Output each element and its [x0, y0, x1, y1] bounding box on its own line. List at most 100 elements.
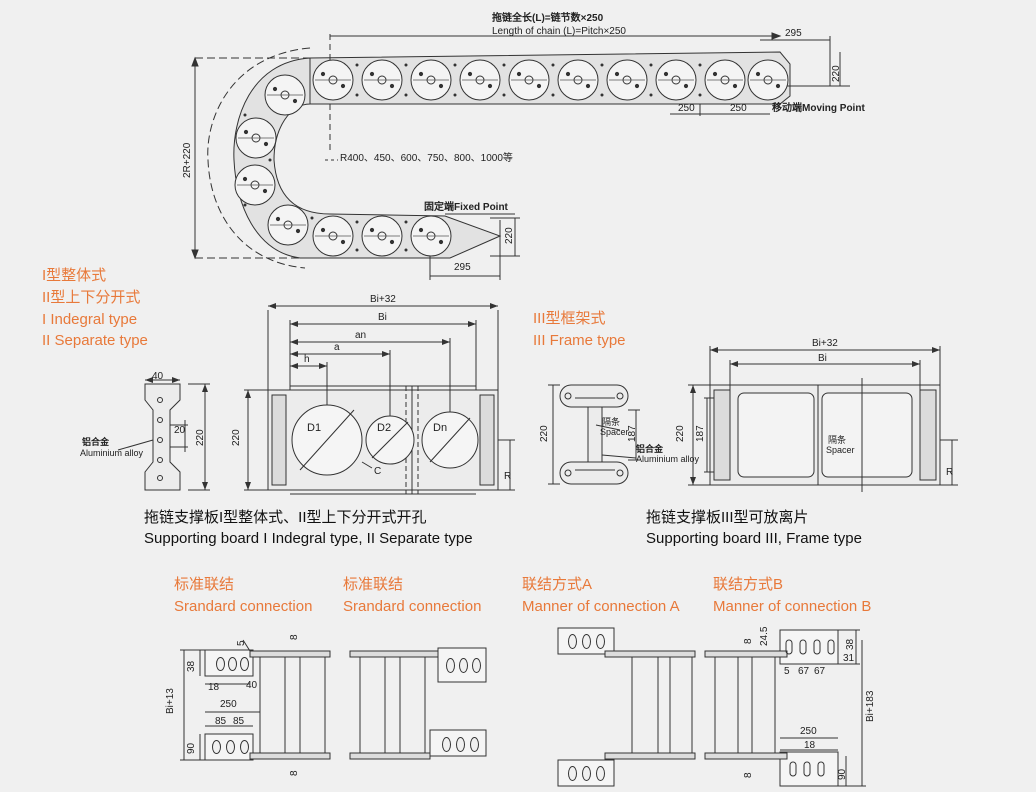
- dim-bi32: Bi+32: [370, 294, 396, 305]
- hole-d2: D2: [377, 422, 392, 434]
- dim-5-B: 5: [784, 666, 790, 677]
- dim-38-B: 38: [845, 638, 856, 650]
- spacer-cn-1: 隔条: [602, 417, 621, 427]
- plate-hole: [442, 737, 451, 752]
- dim-18-std1: 18: [208, 682, 220, 693]
- dim-187-frame: 187: [695, 425, 706, 442]
- dim-31: 31: [843, 653, 855, 664]
- caption3-cn: 拖链支撑板III型可放离片: [646, 509, 809, 526]
- plate-hole: [596, 766, 605, 781]
- plate-hole: [228, 657, 237, 671]
- plate-hole: [568, 634, 577, 649]
- dim-8-std1-top: 8: [289, 634, 300, 640]
- std1-title-cn: 标准联结: [174, 576, 235, 593]
- plate-hole: [582, 766, 591, 781]
- type1-title-cn: I型整体式: [42, 267, 107, 284]
- type3-title-en: III Frame type: [533, 332, 626, 349]
- hole-d1: D1: [307, 422, 322, 434]
- connection-diagrams: [180, 627, 866, 787]
- type2-title-en: II Separate type: [42, 332, 148, 349]
- dim-220-top: 220: [831, 65, 842, 82]
- dim-295-bottom: 295: [454, 262, 471, 273]
- alloy-en-3: Aluminium alloy: [636, 454, 700, 464]
- dim-220-side: 220: [195, 429, 206, 446]
- type2-title-cn: II型上下分开式: [42, 289, 141, 306]
- plate-hole: [240, 657, 249, 671]
- connA-title-en: Manner of connection A: [522, 598, 680, 615]
- dim-h: h: [304, 354, 310, 365]
- std1-title-en: Srandard connection: [174, 598, 313, 615]
- caption1-cn: 拖链支撑板I型整体式、II型上下分开式开孔: [144, 509, 427, 526]
- fixed-point-label: 固定端Fixed Point: [424, 202, 508, 213]
- dim-220-bottom: 220: [504, 227, 515, 244]
- dim-67-a: 67: [798, 666, 810, 677]
- dim-r-1: R: [504, 471, 512, 482]
- dim-5-std1: 5: [236, 640, 247, 646]
- plate-hole: [456, 737, 465, 752]
- dim-18-B: 18: [804, 740, 816, 751]
- dim-bi32-frame: Bi+32: [812, 338, 838, 349]
- supporting-board-type-3: [548, 346, 958, 492]
- dim-8-std1-bottom: 8: [289, 770, 300, 776]
- plate-hole: [240, 740, 249, 754]
- chain-length-en: Length of chain (L)=Pitch×250: [492, 26, 626, 37]
- dim-90-B: 90: [837, 768, 848, 780]
- spacer-en-3: Spacer: [826, 445, 855, 455]
- plate-hole: [582, 634, 591, 649]
- dim-2r-220: 2R+220: [182, 142, 193, 178]
- dim-24-5: 24.5: [759, 626, 770, 646]
- moving-point-label: 移动端Moving Point: [772, 103, 865, 114]
- dim-40: 40: [152, 371, 164, 382]
- dim-38-std1: 38: [186, 660, 197, 672]
- dim-67-b: 67: [814, 666, 826, 677]
- plate-hole: [216, 657, 225, 671]
- dim-220-frame-side: 220: [539, 425, 550, 442]
- dim-20: 20: [174, 425, 186, 436]
- dim-8-A-bottom: 8: [743, 772, 754, 778]
- dim-40-std1: 40: [246, 680, 258, 691]
- dim-c: C: [374, 466, 382, 477]
- drag-chain-diagram: [191, 32, 850, 280]
- caption1-en: Supporting board I Indegral type, II Sep…: [144, 530, 473, 547]
- supporting-board-type-1-2: [117, 303, 515, 495]
- dim-187-side: 187: [627, 425, 638, 442]
- dim-bi: Bi: [378, 312, 387, 323]
- dim-220-frame: 220: [675, 425, 686, 442]
- plate-hole: [446, 658, 455, 673]
- dim-220-board: 220: [231, 429, 242, 446]
- dim-90-std1: 90: [186, 742, 197, 754]
- dim-bi183: Bi+183: [865, 690, 876, 722]
- alloy-cn-1: 铝合金: [82, 437, 110, 447]
- connB-title-cn: 联结方式B: [713, 576, 784, 593]
- spacer-cn-3: 隔条: [828, 435, 847, 445]
- plate-hole: [470, 737, 479, 752]
- dim-85-a: 85: [215, 716, 227, 727]
- dim-bi-frame: Bi: [818, 353, 827, 364]
- caption3-en: Supporting board III, Frame type: [646, 530, 862, 547]
- dim-an: an: [355, 330, 367, 341]
- dim-250-B: 250: [800, 726, 817, 737]
- dim-8-A-top: 8: [743, 638, 754, 644]
- dim-r-3: R: [946, 467, 954, 478]
- std2-title-cn: 标准联结: [343, 576, 404, 593]
- alloy-cn-3: 铝合金: [636, 444, 664, 454]
- dim-295-top: 295: [785, 28, 802, 39]
- plate-hole: [472, 658, 481, 673]
- dim-250-b: 250: [730, 103, 747, 114]
- plate-hole: [226, 740, 235, 754]
- type1-title-en: I Indegral type: [42, 311, 138, 328]
- dim-250-std1: 250: [220, 699, 237, 710]
- spacer-en-1: Spacer: [600, 427, 629, 437]
- dim-bi13: Bi+13: [165, 688, 176, 714]
- connA-title-cn: 联结方式A: [522, 576, 593, 593]
- std2-title-en: Srandard connection: [343, 598, 482, 615]
- dim-a: a: [334, 342, 340, 353]
- dim-250-a: 250: [678, 103, 695, 114]
- hole-dn: Dn: [433, 422, 448, 434]
- dim-85-b: 85: [233, 716, 245, 727]
- plate-hole: [459, 658, 468, 673]
- plate-hole: [568, 766, 577, 781]
- connB-title-en: Manner of connection B: [713, 598, 872, 615]
- plate-hole: [596, 634, 605, 649]
